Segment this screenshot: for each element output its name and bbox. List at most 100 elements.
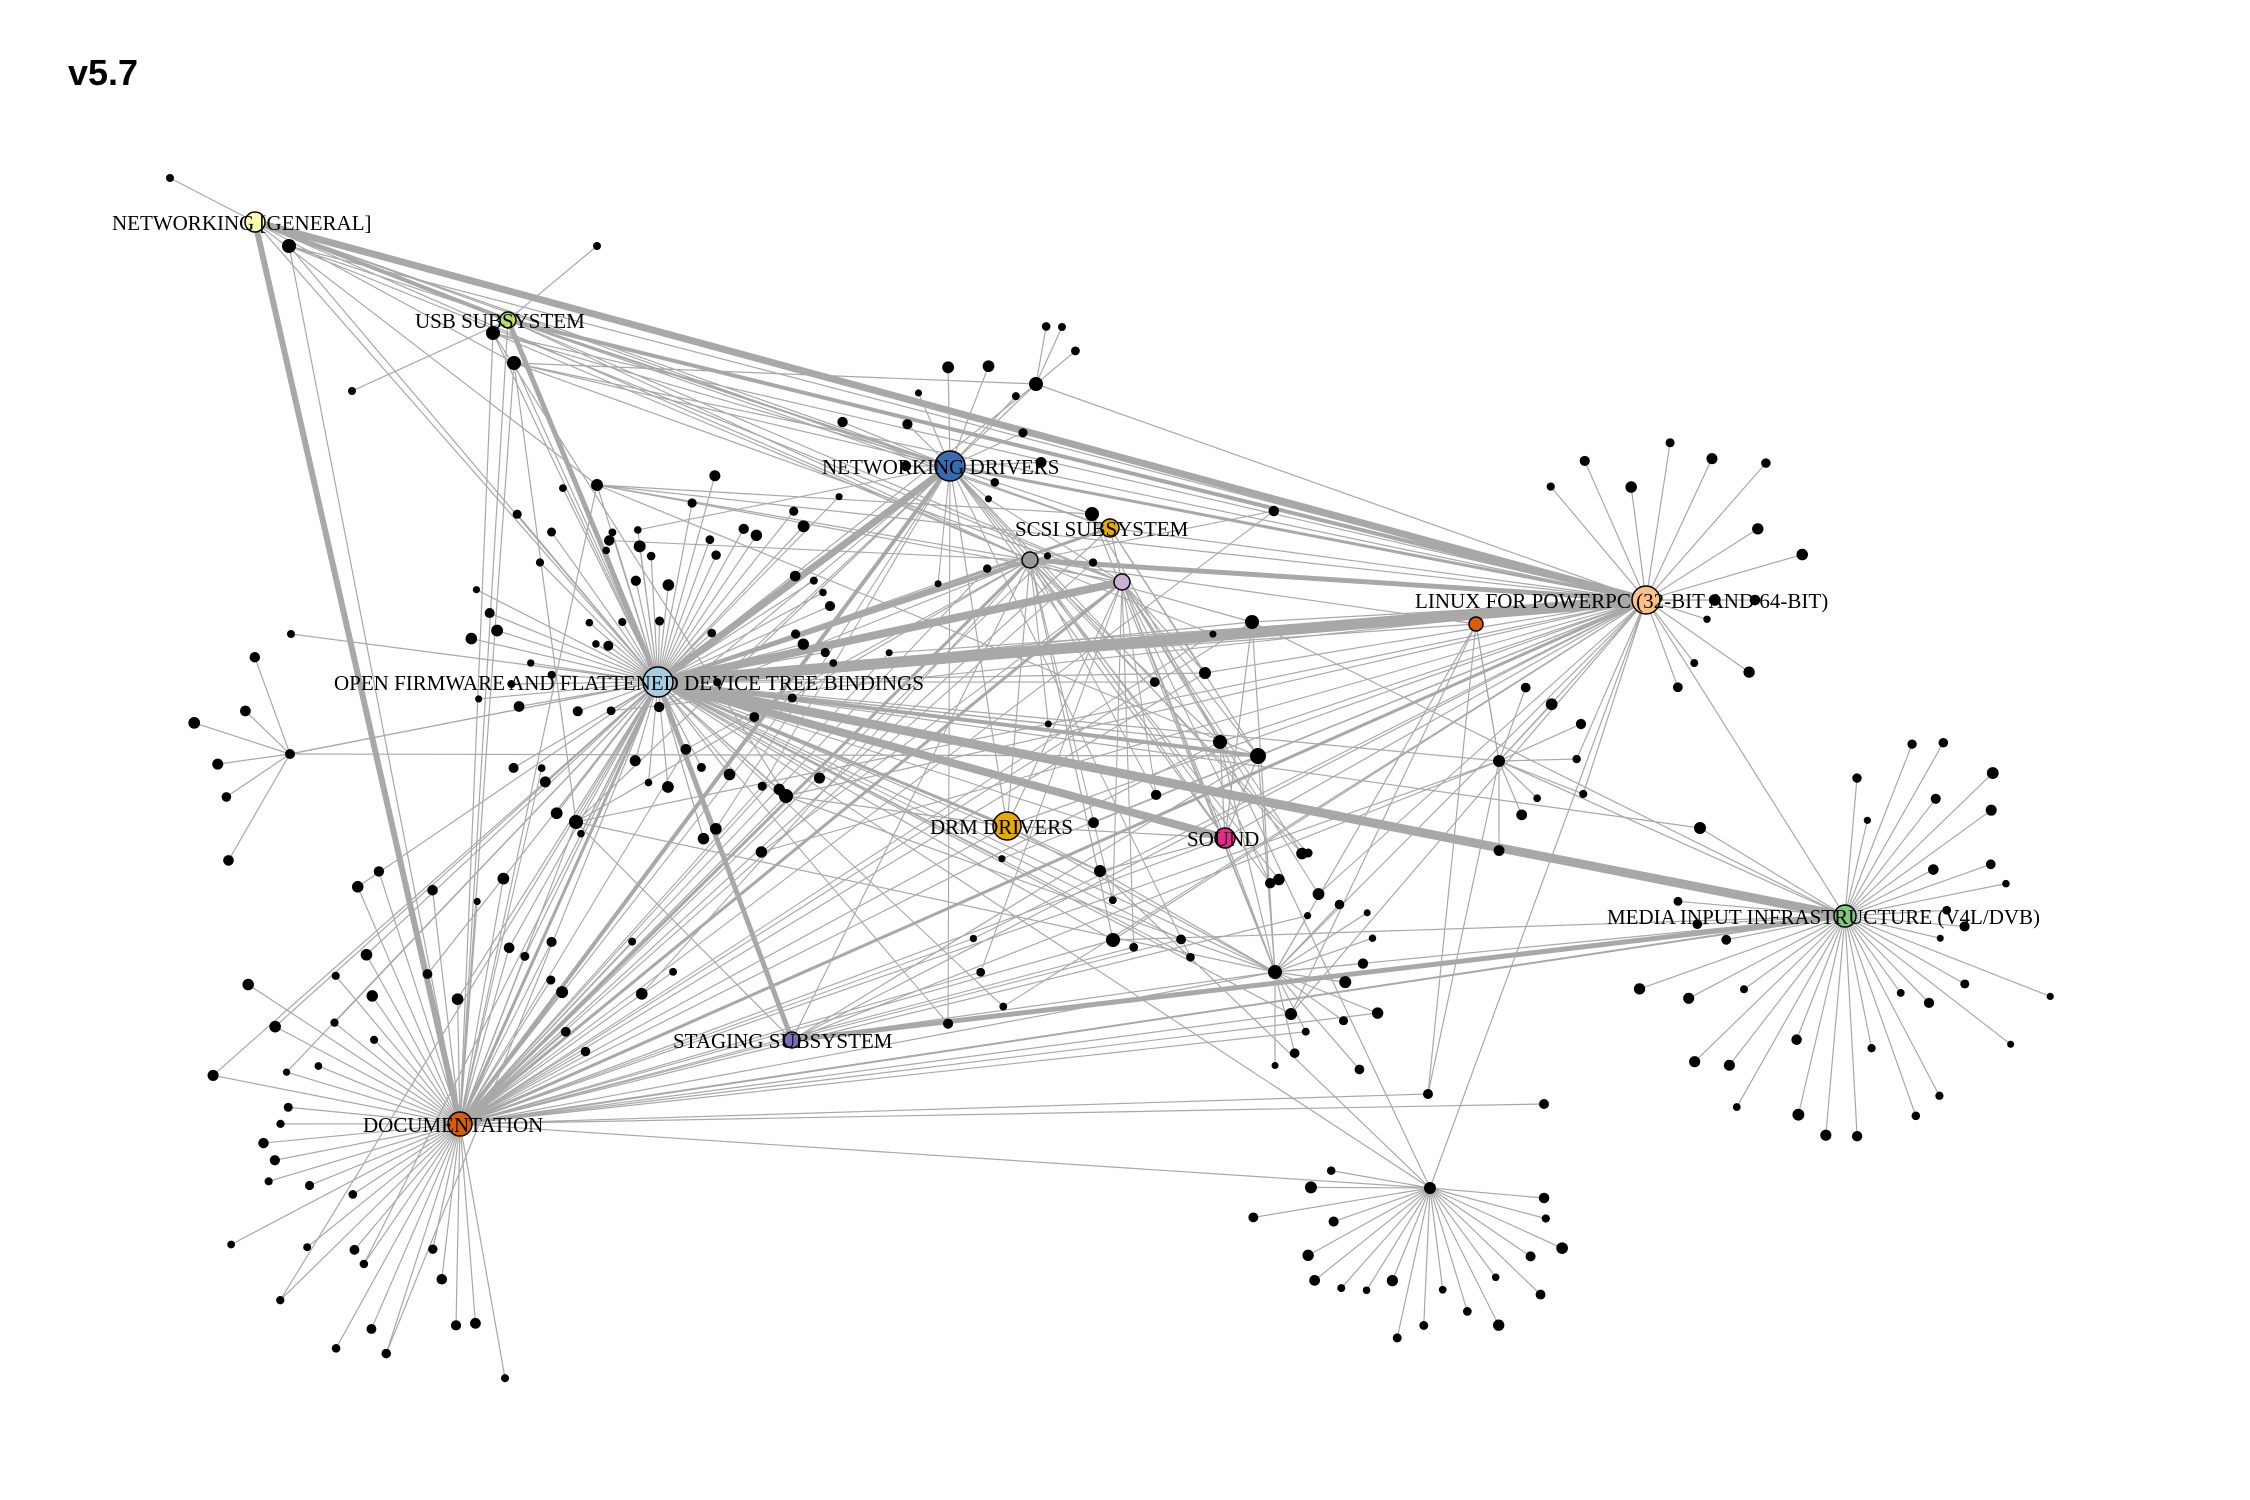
leaf-node [1338, 1016, 1349, 1026]
leaf-node [820, 647, 830, 658]
edge [274, 1026, 461, 1125]
edge [1645, 599, 1846, 917]
leaf-node [902, 419, 913, 430]
edge [1688, 915, 1846, 999]
edge [1645, 458, 1713, 601]
edge [456, 998, 461, 1125]
leaf-node [1491, 1273, 1500, 1282]
leaf-node [934, 580, 942, 588]
edge [1006, 825, 1276, 973]
edge [459, 1123, 477, 1324]
leaf-node [942, 1018, 954, 1029]
leaf-node [381, 1348, 392, 1359]
leaf-node [1673, 896, 1683, 906]
edge [247, 983, 461, 1125]
edge [1251, 599, 1647, 623]
leaf-node [269, 1020, 281, 1033]
leaf-node [242, 978, 254, 991]
leaf-node [711, 550, 721, 560]
edge [596, 484, 1259, 757]
leaf-node [646, 551, 656, 561]
leaf-node [580, 1046, 591, 1057]
edge [791, 559, 1031, 1041]
leaf-node [1863, 816, 1871, 824]
edge [1582, 599, 1647, 795]
leaf-node [662, 781, 674, 793]
edge [760, 599, 1647, 853]
edge [459, 1031, 1307, 1125]
edge [506, 318, 1648, 602]
edge [459, 1123, 506, 1379]
leaf-node [1129, 942, 1139, 952]
leaf-node [750, 529, 763, 542]
edge [1224, 621, 1253, 839]
edge [1429, 1187, 1532, 1257]
leaf-node [593, 242, 601, 250]
edge [657, 539, 711, 683]
leaf-node [1271, 1061, 1279, 1070]
edge [1219, 741, 1431, 1189]
leaf-node [1545, 698, 1558, 711]
leaf-node [503, 942, 515, 954]
edge [333, 681, 659, 1024]
edge [1429, 1187, 1500, 1326]
leaf-node [1692, 919, 1703, 930]
edge [1274, 971, 1345, 1022]
junction-node [285, 749, 295, 759]
leaf-node [258, 1137, 269, 1149]
leaf-node [359, 1259, 369, 1269]
edge [385, 1123, 461, 1355]
junction-node [1268, 965, 1282, 979]
edge [1224, 755, 1259, 839]
edge [1252, 1187, 1431, 1219]
edge [1027, 557, 1649, 603]
edge [1219, 741, 1276, 973]
edge [1121, 581, 1271, 884]
edge [657, 502, 693, 683]
leaf-node [791, 629, 801, 639]
edge [949, 383, 1037, 467]
edge-layer [169, 177, 2051, 1379]
edge [335, 975, 461, 1125]
edge [657, 681, 717, 830]
edge [459, 527, 1111, 1125]
edge [459, 484, 598, 1125]
edge [1736, 915, 1846, 1108]
leaf-node [837, 416, 848, 428]
leaf-node [606, 706, 616, 716]
leaf-node [1209, 630, 1217, 638]
edge [1219, 599, 1647, 743]
edge [459, 568, 988, 1125]
leaf-node [1041, 322, 1051, 331]
hub-label-usb: USB SUBSYSTEM [415, 309, 585, 333]
edge [1645, 462, 1767, 601]
edge [657, 672, 1206, 683]
edge [657, 681, 821, 779]
edge [1274, 599, 1647, 973]
hub-label-staging: STAGING SUBSYSTEM [673, 1029, 893, 1053]
hub-label-ppc: LINUX FOR POWERPC (32-BIT AND 64-BIT) [1415, 589, 1828, 613]
leaf-node [1572, 754, 1581, 764]
edge [254, 221, 951, 467]
edge [254, 221, 1031, 561]
leaf-node [1301, 1027, 1310, 1036]
edge [657, 580, 815, 683]
edge [1274, 912, 1368, 973]
edge [287, 1106, 461, 1125]
leaf-node [797, 520, 810, 533]
edge [516, 513, 659, 683]
leaf-node [512, 509, 522, 519]
edge [169, 177, 256, 223]
edge [657, 681, 949, 1025]
leaf-node [914, 389, 923, 397]
edge [274, 1123, 461, 1161]
hub-label-drm: DRM DRIVERS [930, 815, 1073, 839]
leaf-node [1337, 1284, 1346, 1293]
leaf-node [984, 495, 993, 503]
leaf-node [662, 579, 675, 591]
leaf-node [1579, 455, 1590, 466]
edge [459, 633, 1214, 1125]
edge [1274, 971, 1307, 1033]
leaf-node [287, 630, 295, 638]
